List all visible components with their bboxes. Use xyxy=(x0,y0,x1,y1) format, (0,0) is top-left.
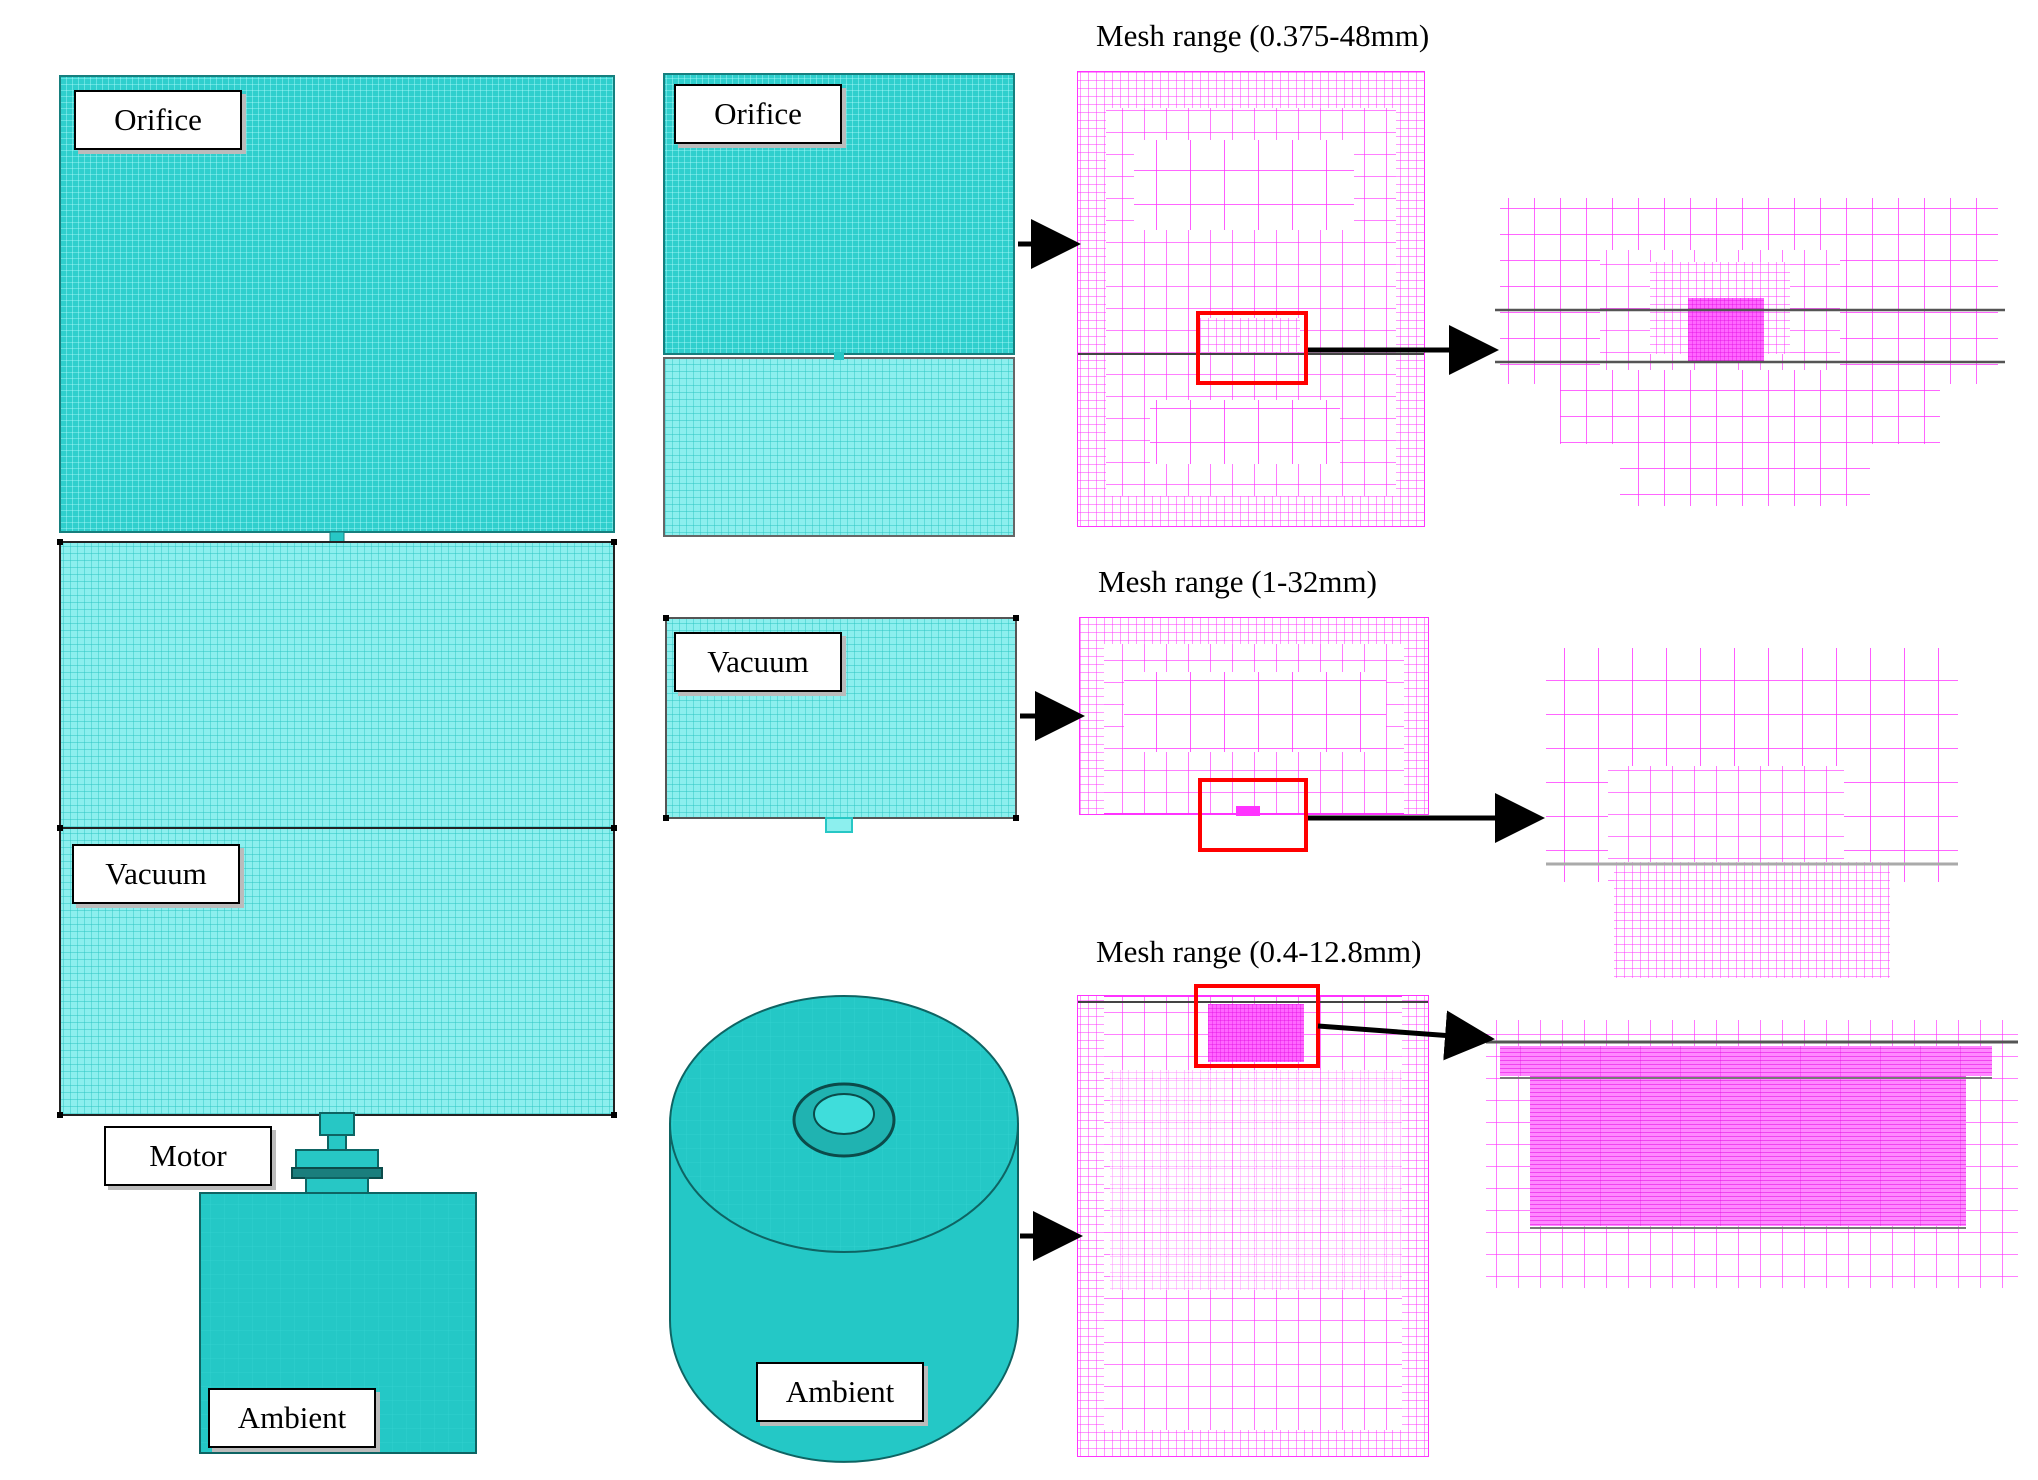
vacuum-zoom-detail xyxy=(1546,648,1958,978)
row-vacuum-label: Vacuum xyxy=(674,632,842,692)
ambient-label: Ambient xyxy=(208,1388,376,1448)
left-assembly xyxy=(57,75,617,1454)
orifice-model-bottom xyxy=(663,357,1015,537)
zoom-box-icon xyxy=(1198,778,1308,852)
mesh-range-caption-ambient: Mesh range (0.4-12.8mm) xyxy=(1096,934,1422,969)
vacuum-model-neck xyxy=(825,817,853,833)
orifice-label: Orifice xyxy=(74,90,242,150)
ambient-zoom-detail xyxy=(1486,1020,2018,1288)
ambient-mesh-section xyxy=(1077,984,1429,1457)
orifice-zoom-detail xyxy=(1495,198,2005,506)
orifice-mesh-section xyxy=(1077,71,1425,527)
motor-shape xyxy=(291,1112,383,1195)
vacuum-mesh-section xyxy=(1079,617,1429,852)
vacuum-chamber-upper xyxy=(59,541,615,829)
vacuum-row xyxy=(663,615,1958,978)
ambient-row xyxy=(669,984,2018,1463)
mesh-range-caption-orifice: Mesh range (0.375-48mm) xyxy=(1096,18,1430,53)
row-orifice-label: Orifice xyxy=(674,84,842,144)
orifice-model-neck xyxy=(834,352,844,360)
vacuum-chamber-lower xyxy=(59,827,615,1116)
mesh-range-caption-vacuum: Mesh range (1-32mm) xyxy=(1098,564,1377,599)
motor-label: Motor xyxy=(104,1126,272,1186)
row-ambient-label: Ambient xyxy=(756,1362,924,1422)
orifice-tank xyxy=(59,75,615,533)
corner-dots xyxy=(57,539,617,1118)
arrow-right-icon xyxy=(1317,1010,1495,1061)
vacuum-label: Vacuum xyxy=(72,844,240,904)
orifice-row xyxy=(663,71,2005,537)
zoom-box-icon xyxy=(1196,311,1308,385)
